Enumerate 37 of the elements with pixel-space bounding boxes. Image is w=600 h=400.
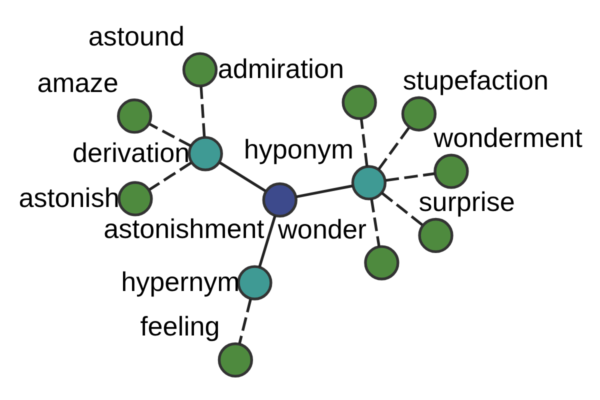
node-label: hyponym [244,134,354,164]
node-circle [351,165,386,200]
connector [219,161,266,192]
connector [370,198,380,247]
node-circle [262,182,298,218]
node-circle [364,245,400,280]
node-label: wonder [278,214,367,244]
connector [258,216,276,268]
node-label: astonish [18,182,120,213]
connector [149,123,192,148]
connector [200,86,206,137]
node-circle [182,52,218,88]
node-label: hypernym [121,266,240,297]
node-circle [218,342,254,378]
node-circle [117,98,152,134]
connector [296,184,353,198]
node-label: stupefaction [402,66,549,96]
connector [238,298,252,344]
node-label: feeling [140,312,220,342]
node-circle [342,84,377,120]
node-label: amaze [37,68,118,98]
connector [381,192,424,226]
connector [385,172,435,182]
node-circle [237,265,272,300]
node-label: derivation [72,138,190,168]
node-label: admiration [218,54,344,84]
connector [148,162,192,191]
node-circle [418,218,454,254]
node-circle [118,181,153,216]
node-label: astound [88,21,185,52]
node-circle [188,136,223,172]
node-circle [434,154,469,189]
node-label: wonderment [434,123,582,154]
node-label: astonishment [104,214,264,244]
connector [378,126,410,170]
node-label: surprise [418,187,515,218]
connector [360,118,368,167]
